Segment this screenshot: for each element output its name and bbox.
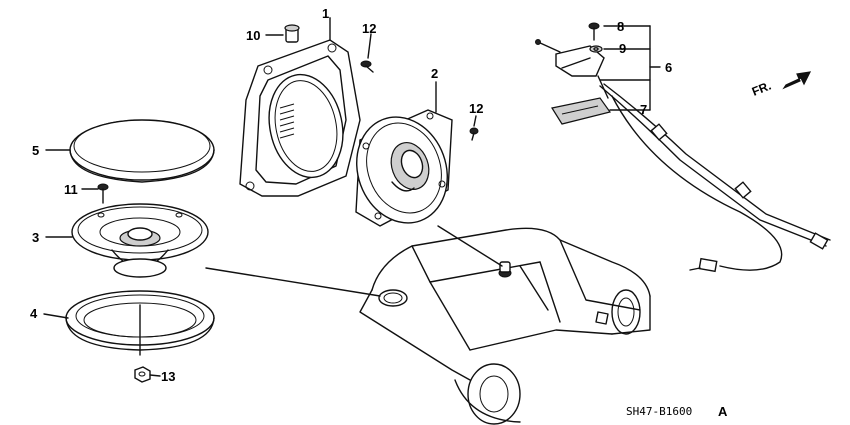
car-outline: [359, 227, 651, 425]
car-speaker-location: [378, 289, 408, 307]
callout-4: 4: [30, 306, 38, 321]
nut: [134, 366, 151, 383]
front-direction-indicator: FR.: [750, 71, 812, 99]
callout-5: 5: [32, 143, 39, 158]
callout-1: 1: [322, 6, 329, 21]
antenna-washer: [589, 45, 603, 53]
callout-leaders: [43, 17, 477, 377]
callout-brackets: [599, 25, 661, 111]
speaker-bracket: [239, 17, 361, 197]
callout-2: 2: [431, 66, 438, 81]
antenna-assembly: [535, 39, 831, 273]
leader-lines: [205, 225, 503, 297]
bracket-screw: [360, 60, 374, 73]
callout-8: 8: [617, 19, 624, 34]
callout-10: 10: [246, 28, 260, 43]
door-speaker: [355, 109, 453, 227]
mounting-ring: [65, 290, 215, 356]
front-arrow-icon: [782, 71, 812, 90]
callout-6: 6: [665, 60, 672, 75]
car-antenna-mount: [498, 261, 512, 278]
small-screw: [97, 183, 109, 204]
clip-fastener: [284, 24, 300, 43]
antenna-screw: [588, 22, 600, 41]
diagram-code-suffix: A: [718, 404, 728, 419]
bracket-vent-slots: [279, 103, 295, 139]
front-label: FR.: [750, 79, 773, 99]
speaker-grille-cover: [69, 119, 215, 183]
callout-12-upper: 12: [362, 21, 376, 36]
callout-3: 3: [32, 230, 39, 245]
callout-13: 13: [161, 369, 175, 384]
diagram-code: SH47-B1600: [626, 405, 692, 418]
callout-7: 7: [640, 102, 647, 117]
coaxial-speaker: [71, 203, 209, 278]
callout-12-lower: 12: [469, 101, 483, 116]
callout-9: 9: [619, 41, 626, 56]
speaker-screw: [469, 127, 479, 141]
callout-11: 11: [64, 182, 78, 197]
